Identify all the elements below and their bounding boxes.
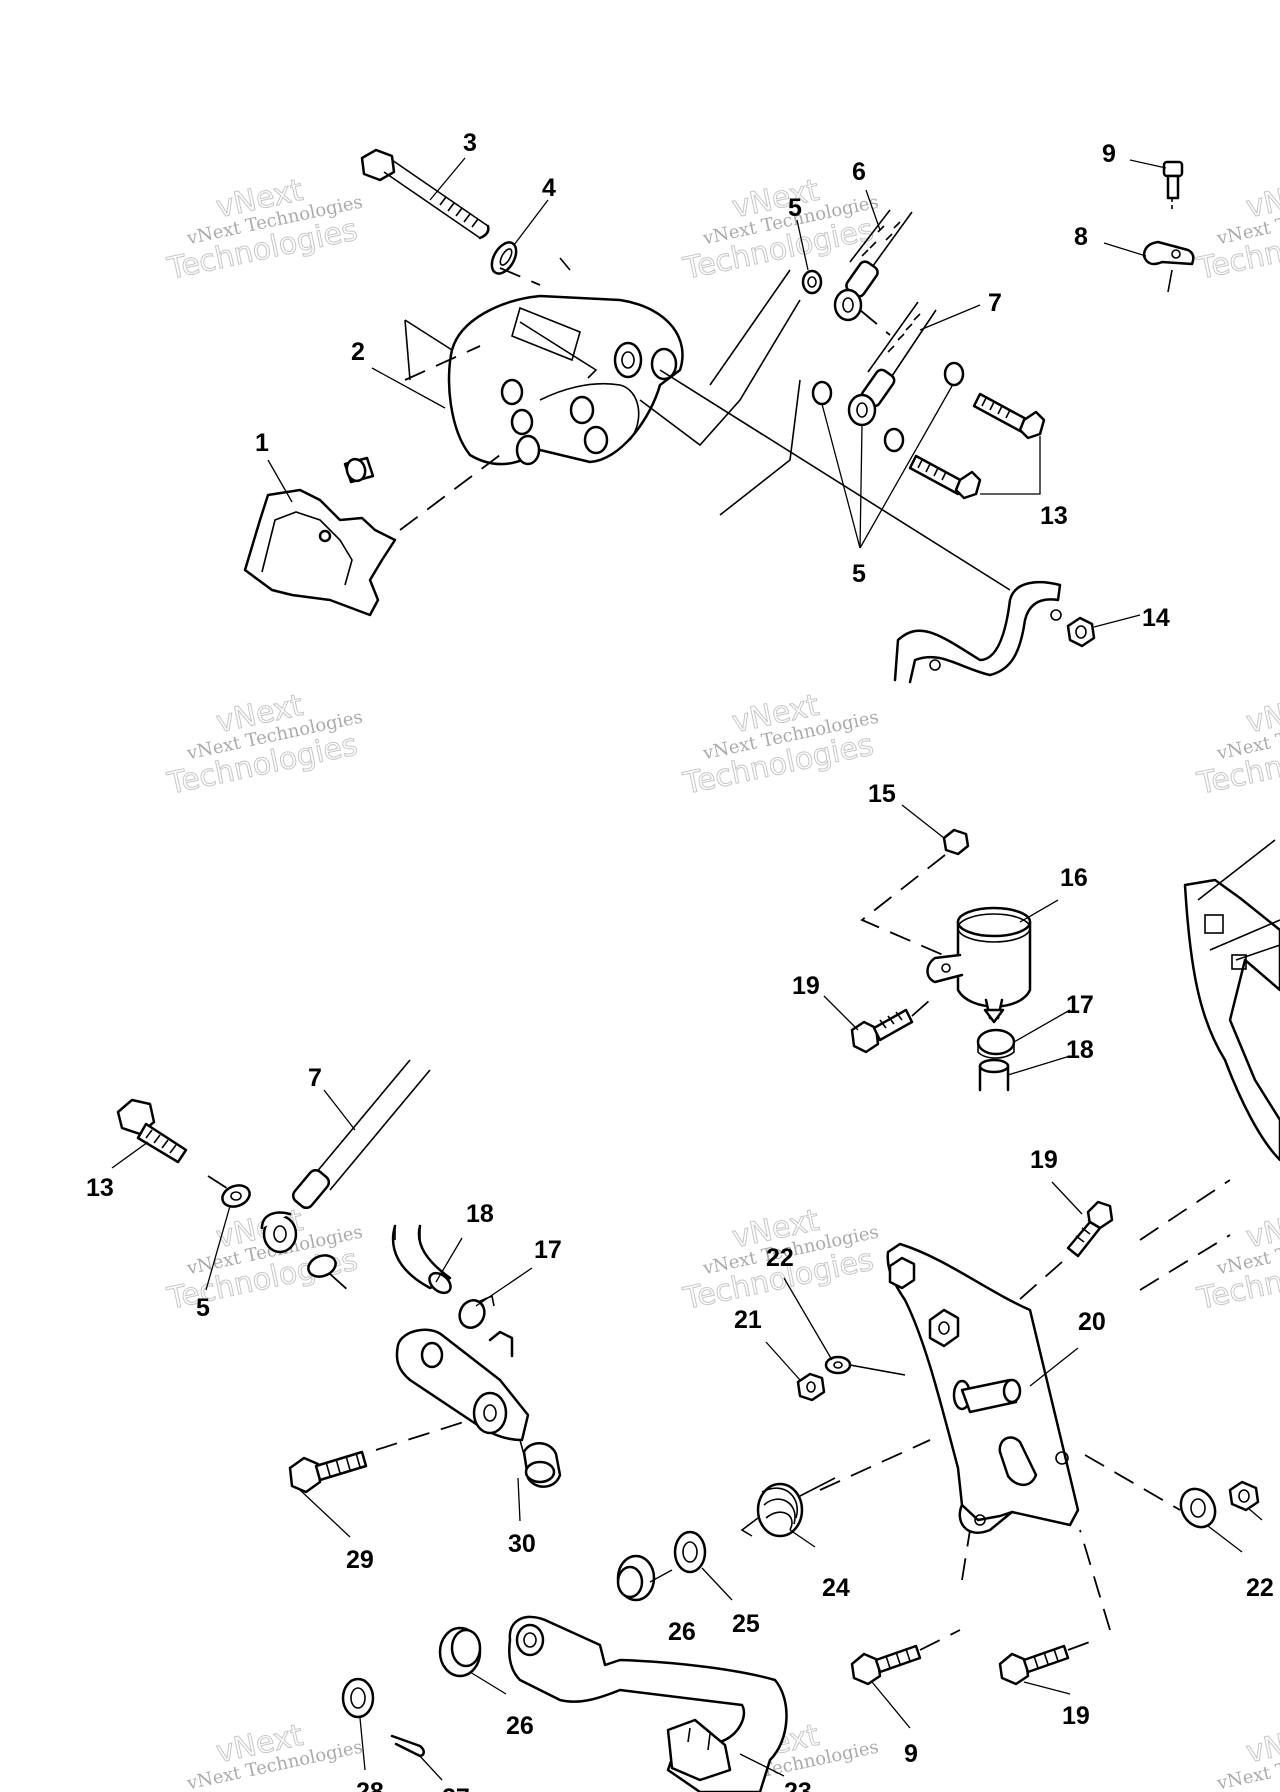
frame-partial xyxy=(1183,839,1280,1162)
brake-pad xyxy=(243,488,397,617)
callout-label: 24 xyxy=(822,1574,850,1602)
callout-label: 25 xyxy=(732,1610,760,1638)
reservoir-bolt xyxy=(850,999,931,1054)
callout-label: 16 xyxy=(1060,864,1088,892)
callout-label: 9 xyxy=(1102,140,1116,168)
pedal-mount-plate xyxy=(886,1242,1080,1534)
brake-pedal xyxy=(508,1615,788,1792)
callout-label: 13 xyxy=(86,1174,114,1202)
callout-label: 26 xyxy=(668,1618,696,1646)
callout-label: 3 xyxy=(463,129,477,157)
nut xyxy=(1228,1480,1260,1512)
callout-label: 5 xyxy=(852,560,866,588)
callout-labels: 1 2 3 4 5 6 7 8 9 13 5 14 15 16 17 18 19… xyxy=(86,129,1274,1792)
nut xyxy=(1066,616,1096,648)
line-clamp xyxy=(1142,240,1195,293)
reservoir-assembly xyxy=(850,828,1032,1092)
pedal-bolt xyxy=(998,1529,1111,1686)
callout-label: 17 xyxy=(534,1236,562,1264)
washer xyxy=(1084,1454,1217,1529)
brake-line-lower xyxy=(811,301,965,453)
washer xyxy=(221,1184,251,1208)
callout-label: 21 xyxy=(734,1306,762,1334)
master-cylinder xyxy=(395,1328,562,1488)
leader-lines xyxy=(111,157,1263,1781)
pedal-assembly xyxy=(341,1179,1260,1792)
brake-reservoir xyxy=(926,906,1032,1024)
callout-label: 29 xyxy=(346,1546,374,1574)
callout-label: 9 xyxy=(904,1740,918,1768)
callout-label: 30 xyxy=(508,1530,536,1558)
caliper-body xyxy=(447,294,684,466)
callout-label: 17 xyxy=(1066,991,1094,1019)
washer xyxy=(673,1530,707,1574)
callout-label: 8 xyxy=(1074,223,1088,251)
callout-label: 18 xyxy=(466,1200,494,1228)
callout-label: 26 xyxy=(506,1712,534,1740)
callout-label: 1 xyxy=(255,429,269,457)
caliper-bolt xyxy=(360,148,490,240)
callout-label: 20 xyxy=(1078,1308,1106,1336)
callout-label: 28 xyxy=(356,1778,384,1792)
reservoir-hose xyxy=(391,1224,452,1295)
callout-label: 18 xyxy=(1066,1036,1094,1064)
master-cylinder-assembly xyxy=(116,1059,562,1494)
master-cylinder-bolt xyxy=(288,1419,471,1494)
callout-label: 7 xyxy=(308,1064,322,1092)
nut xyxy=(796,1372,826,1402)
callout-label: 19 xyxy=(792,972,820,1000)
frame-bracket xyxy=(893,580,1062,684)
cotter-pin xyxy=(390,1734,425,1758)
callout-label: 5 xyxy=(788,194,802,222)
callout-label: 2 xyxy=(351,338,365,366)
banjo-bolt xyxy=(116,1098,188,1164)
bushing xyxy=(616,1554,656,1602)
bushing xyxy=(438,1626,482,1678)
washer xyxy=(490,241,518,275)
callout-label: 4 xyxy=(542,174,556,202)
callout-label: 19 xyxy=(1030,1146,1058,1174)
callout-label: 13 xyxy=(1040,502,1068,530)
caliper-pin xyxy=(343,456,375,484)
banjo-bolt xyxy=(908,454,982,500)
washer xyxy=(824,1355,906,1376)
pedal-bolt xyxy=(850,1529,971,1686)
brake-line xyxy=(260,1059,431,1293)
nut xyxy=(942,828,970,856)
clamp-screw xyxy=(1162,160,1184,212)
washer xyxy=(341,1677,375,1719)
callout-label: 22 xyxy=(1246,1574,1274,1602)
callout-label: 6 xyxy=(852,158,866,186)
callout-label: 27 xyxy=(442,1784,470,1792)
callout-label: 19 xyxy=(1062,1702,1090,1730)
brake-line-upper xyxy=(801,209,913,336)
callout-label: 23 xyxy=(784,1778,812,1792)
banjo-bolt xyxy=(972,392,1046,440)
hose-clamp xyxy=(458,1294,495,1329)
reservoir-hose xyxy=(978,1058,1010,1092)
caliper-assembly xyxy=(243,148,1011,617)
hose-clamp xyxy=(976,1028,1016,1059)
callout-label: 5 xyxy=(196,1294,210,1322)
callout-label: 14 xyxy=(1142,604,1170,632)
callout-label: 7 xyxy=(988,289,1002,317)
callout-label: 22 xyxy=(766,1244,794,1272)
callout-label: 15 xyxy=(868,780,896,808)
return-spring xyxy=(740,1439,931,1538)
